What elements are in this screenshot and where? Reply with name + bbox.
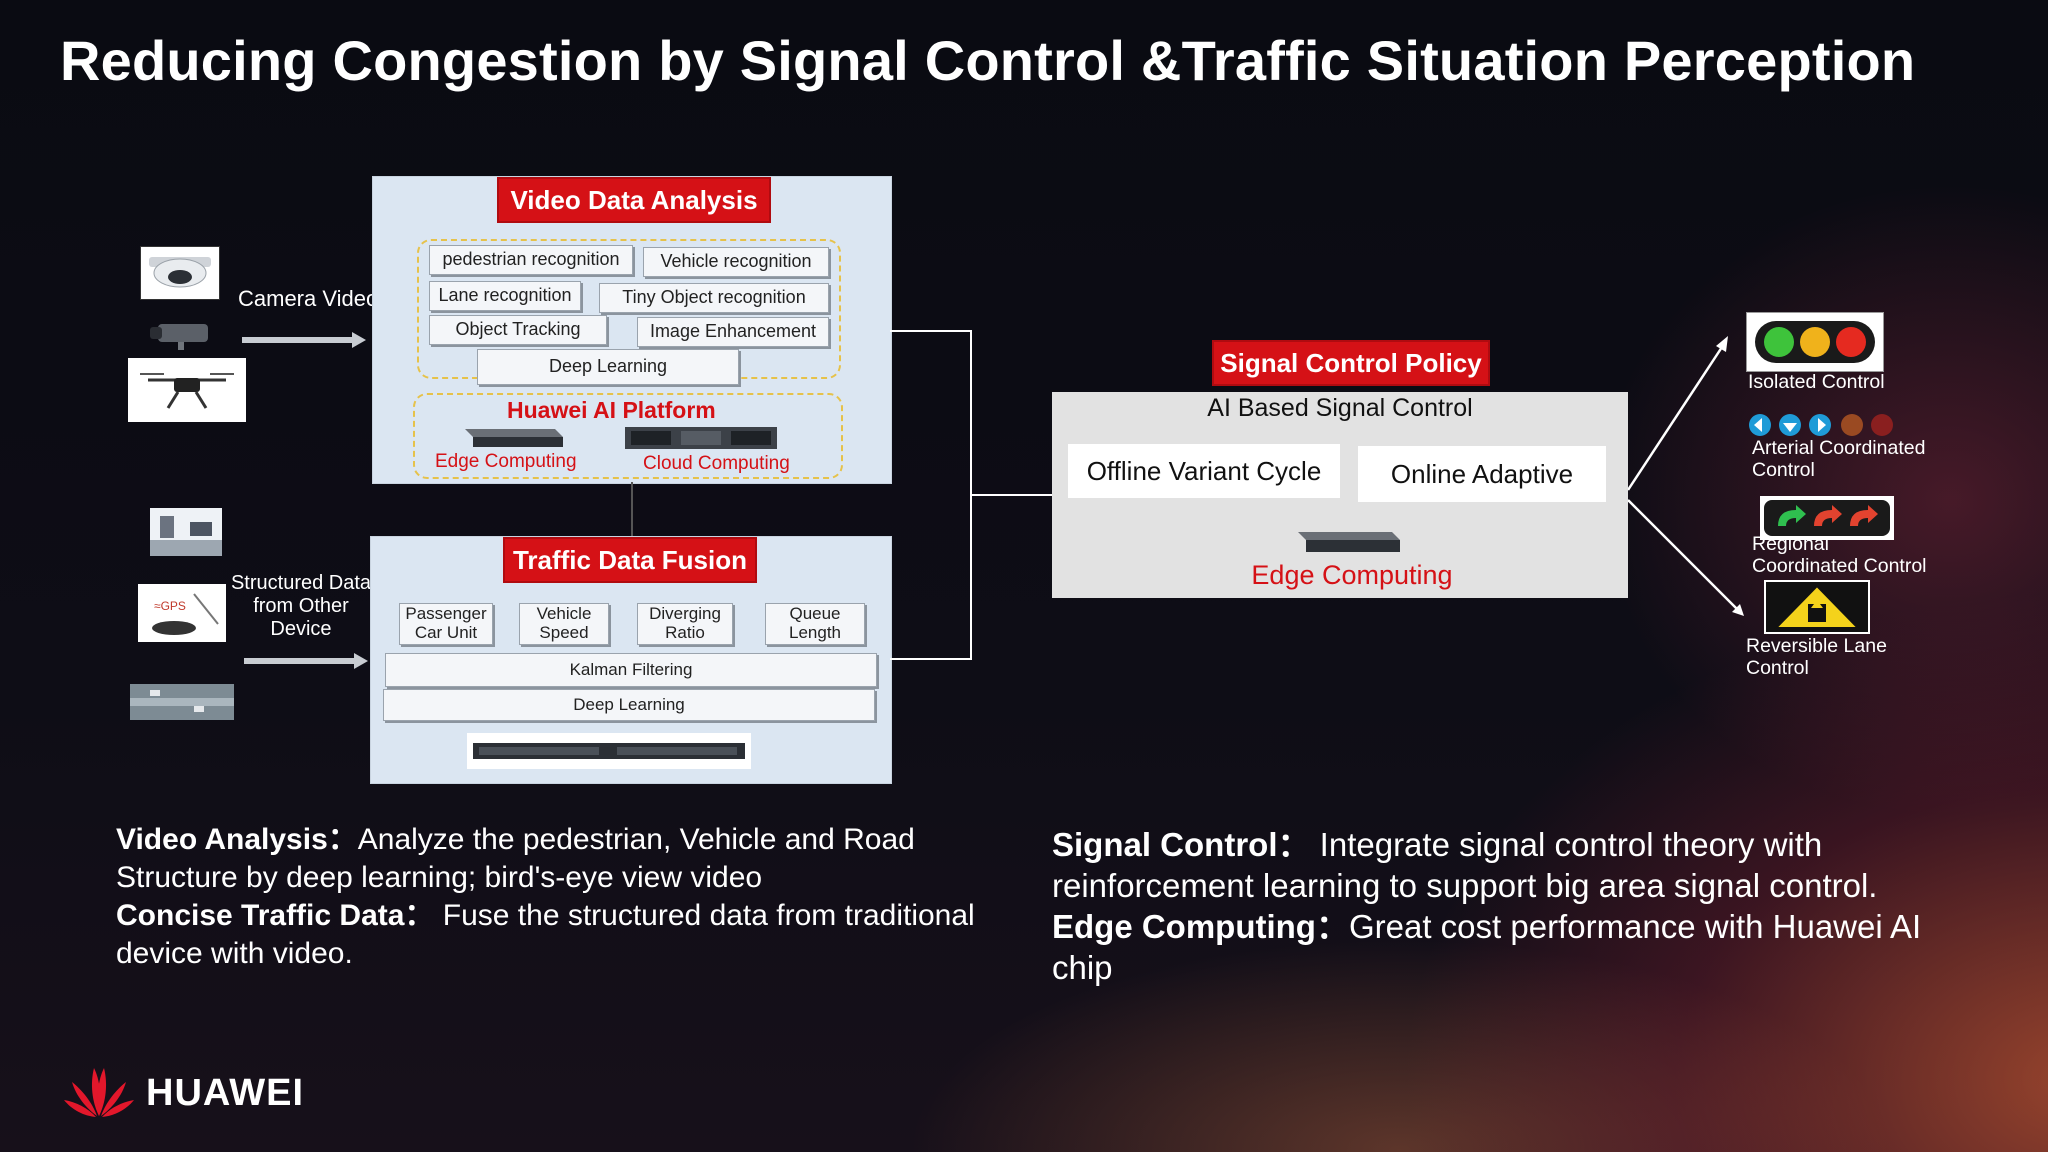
connector-video-out [890,330,972,332]
signal-control-heading: Signal Control： [1052,826,1311,863]
concise-traffic-text: Fuse the structured data from traditiona… [116,899,975,970]
edge-server-image [459,423,563,449]
fanout-arrows [1628,336,1744,616]
video-analysis-heading: Video Analysis： [116,823,358,856]
svg-text:≈GPS: ≈GPS [154,599,186,613]
road-aerial-image [130,684,234,720]
video-analysis-text: Analyze the pedestrian, Vehicle and Road… [116,823,915,894]
left-description: Video Analysis：Analyze the pedestrian, V… [116,821,976,973]
chip-object-tracking: Object Tracking [429,315,607,345]
concise-traffic-heading: Concise Traffic Data： [116,899,435,932]
regional-control-label: Regional Coordinated Control [1752,533,1927,577]
drone-image [128,358,246,422]
ai-platform-box [413,393,843,479]
chip-tiny-object-recognition: Tiny Object recognition [599,283,829,313]
online-adaptive-box: Online Adaptive [1358,446,1606,502]
signal-control-text: Integrate signal control theory with rei… [1052,826,1878,904]
dome-camera-image [140,246,220,300]
video-analysis-banner: Video Data Analysis [497,177,771,223]
connector-to-signal [970,494,1056,496]
offline-variant-cycle-box: Offline Variant Cycle [1068,444,1340,498]
video-analysis-panel: Video Data Analysis pedestrian recogniti… [372,176,892,484]
edge-computing-text: Great cost performance with Huawei AI ch… [1052,908,1922,986]
cloud-server-image [621,423,781,453]
signal-policy-banner: Signal Control Policy [1212,340,1490,386]
traffic-light-icon [1746,312,1884,372]
traffic-fusion-panel: Traffic Data Fusion Passenger Car Unit V… [370,536,892,784]
bullet-camera-image [148,318,218,352]
video-edge-computing-label: Edge Computing [435,451,577,472]
chip-diverging-ratio: Diverging Ratio [637,603,733,645]
edge-computing-heading: Edge Computing： [1052,908,1349,945]
connector-fusion-out [890,658,972,660]
chip-queue-length: Queue Length [765,603,865,645]
arterial-signals-icon [1746,412,1900,438]
roadside-device-image [150,508,222,556]
signal-edge-computing-label: Edge Computing [1251,560,1453,590]
page-title: Reducing Congestion by Signal Control &T… [60,29,1916,92]
traffic-fusion-banner: Traffic Data Fusion [503,537,757,583]
huawei-logo: HUAWEI [62,1062,322,1122]
signal-control-panel: AI Based Signal Control Offline Variant … [1052,392,1628,598]
chip-vehicle-recognition: Vehicle recognition [643,247,829,277]
arterial-control-label: Arterial Coordinated Control [1752,437,1926,481]
chip-lane-recognition: Lane recognition [429,281,581,311]
chip-deep-learning: Deep Learning [477,349,739,385]
structured-arrow [244,658,356,664]
isolated-control-label: Isolated Control [1748,371,1885,393]
camera-video-label: Camera Video [238,286,374,311]
huawei-petals-icon [64,1068,134,1117]
chip-image-enhancement: Image Enhancement [637,317,829,347]
chip-vehicle-speed: Vehicle Speed [519,603,609,645]
signal-edge-server-image [1292,526,1402,554]
signal-subtitle: AI Based Signal Control [1207,394,1473,422]
reversible-lane-label: Reversible Lane Control [1746,635,1887,679]
right-description: Signal Control： Integrate signal control… [1052,824,1972,988]
huawei-ai-platform-title: Huawei AI Platform [507,397,716,423]
chip-fusion-deep-learning: Deep Learning [383,689,875,721]
regional-signals-icon [1760,496,1894,540]
chip-kalman-filtering: Kalman Filtering [385,653,877,687]
video-cloud-computing-label: Cloud Computing [643,453,790,474]
huawei-wordmark: HUAWEI [146,1072,304,1114]
chip-pedestrian-recognition: pedestrian recognition [429,245,633,275]
rack-server-image [467,733,751,769]
reversible-lane-icon [1764,580,1870,634]
camera-arrow [242,337,354,343]
structured-data-label: Structured Data from Other Device [230,572,372,640]
radar-image: ≈GPS [138,584,226,642]
camera-arrow-head [352,332,366,348]
panel-link-line [631,482,633,536]
structured-arrow-head [354,653,368,669]
chip-passenger-car-unit: Passenger Car Unit [399,603,493,645]
